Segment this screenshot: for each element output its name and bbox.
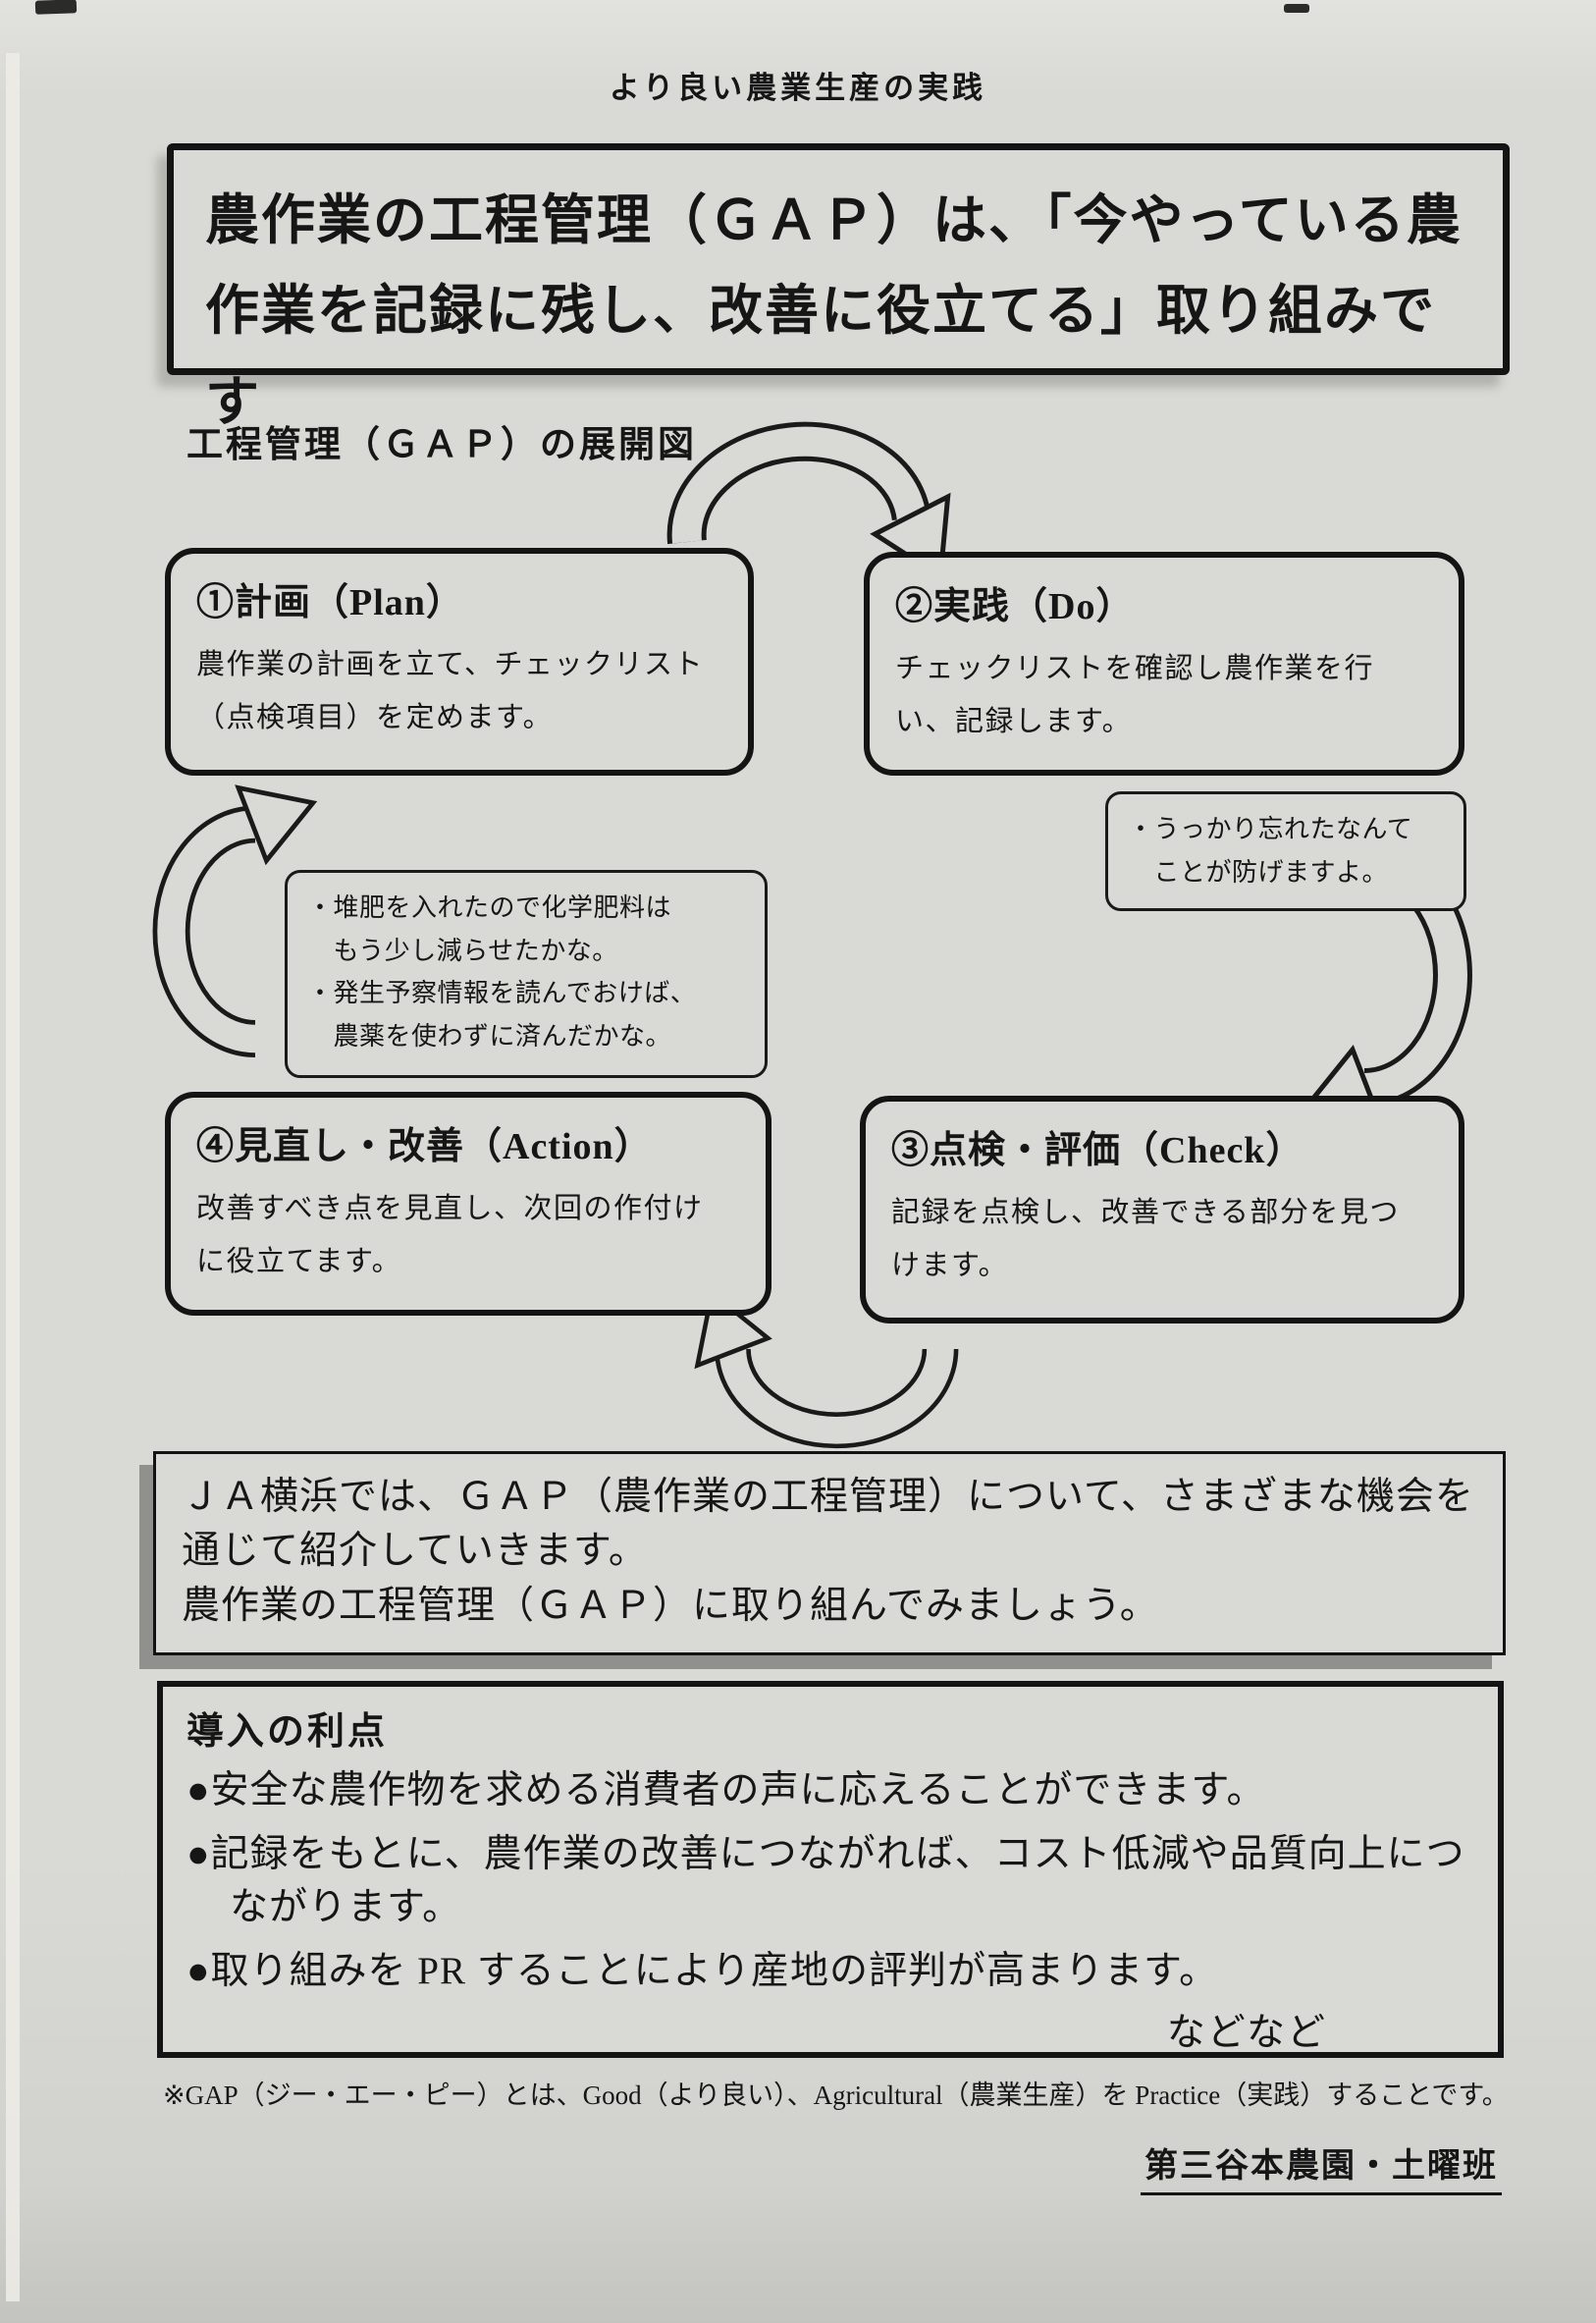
benefits-box: 導入の利点 ●安全な農作物を求める消費者の声に応えることができます。 ●記録をも… [157,1681,1504,2058]
benefits-more: などなど [1166,2012,1327,2055]
benefit-item: ●記録をもとに、農作業の改善につながれば、コスト低減や品質向上につながります。 [186,1832,1465,1929]
main-title-text: 農作業の工程管理（ＧＡＰ）は、「今やっている農 作業を記録に残し、改善に役立てる… [205,190,1463,432]
plan-title: ①計画（Plan） [196,582,464,623]
do-box: ②実践（Do） チェックリストを確認し農作業を行 い、記録します。 [864,552,1464,776]
do-body: チェックリストを確認し農作業を行 い、記録します。 [895,653,1375,737]
diagram-heading: 工程管理（ＧＡＰ）の展開図 [186,424,697,464]
action-body: 改善すべき点を見直し、次回の作付け に役立てます。 [196,1193,704,1277]
scan-edge-artifact [6,53,20,2301]
ja-message-box: ＪＡ横浜では、ＧＡＰ（農作業の工程管理）について、さまざまな機会を 通じて紹介し… [153,1451,1506,1655]
check-body: 記録を点検し、改善できる部分を見つ けます。 [891,1197,1400,1281]
do-title: ②実践（Do） [895,586,1135,627]
benefits-heading: 導入の利点 [186,1711,389,1753]
action-box: ④見直し・改善（Action） 改善すべき点を見直し、次回の作付け に役立てます… [165,1092,771,1316]
plan-box: ①計画（Plan） 農作業の計画を立て、チェックリスト （点検項目）を定めます。 [165,548,754,776]
action-title: ④見直し・改善（Action） [196,1126,653,1167]
credit-line: 第三谷本農園・土曜班 [1141,2138,1502,2195]
plan-reflection-note: ・堆肥を入れたので化学肥料は もう少し減らせたかな。 ・発生予察情報を読んでおけ… [285,870,768,1078]
scan-mark [1284,4,1309,13]
gap-footnote: ※GAP（ジー・エー・ピー）とは、Good（より良い）、Agricultural… [163,2080,1509,2110]
check-box: ③点検・評価（Check） 記録を点検し、改善できる部分を見つ けます。 [860,1096,1464,1324]
main-title-box: 農作業の工程管理（ＧＡＰ）は、「今やっている農 作業を記録に残し、改善に役立てる… [167,143,1510,432]
benefit-item: ●取り組みを PR することにより産地の評判が高まります。 [186,1949,1219,1992]
page-subtitle: より良い農業生産の実践 [609,71,987,105]
do-reminder-note: ・うっかり忘れたなんて ことが防げますよ。 [1105,791,1466,911]
check-title: ③点検・評価（Check） [891,1130,1304,1171]
plan-body: 農作業の計画を立て、チェックリスト （点検項目）を定めます。 [196,649,705,733]
ja-message-text: ＪＡ横浜では、ＧＡＰ（農作業の工程管理）について、さまざまな機会を 通じて紹介し… [182,1476,1474,1627]
benefit-item: ●安全な農作物を求める消費者の声に応えることができます。 [186,1769,1266,1811]
scan-mark [34,0,78,15]
